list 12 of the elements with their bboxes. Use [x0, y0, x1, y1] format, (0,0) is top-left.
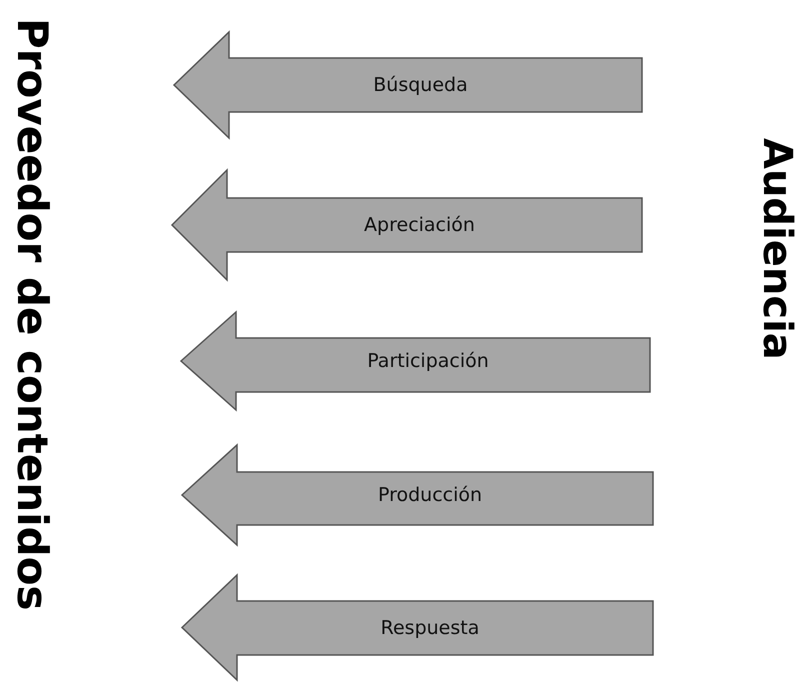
block-arrow: [180, 443, 654, 547]
block-arrow: [170, 168, 643, 282]
block-arrow: [180, 310, 651, 412]
edge-label: Respuesta: [380, 616, 480, 638]
block-arrow: [180, 573, 654, 682]
side-label: Audiencia: [754, 138, 800, 360]
edge-label: Búsqueda: [373, 74, 468, 96]
edge-label: Participación: [367, 350, 489, 372]
side-label: Proveedor de contenidos: [8, 18, 57, 611]
edge-label: Producción: [378, 484, 482, 506]
edge-label: Apreciación: [364, 214, 475, 236]
block-arrow: [172, 30, 643, 140]
